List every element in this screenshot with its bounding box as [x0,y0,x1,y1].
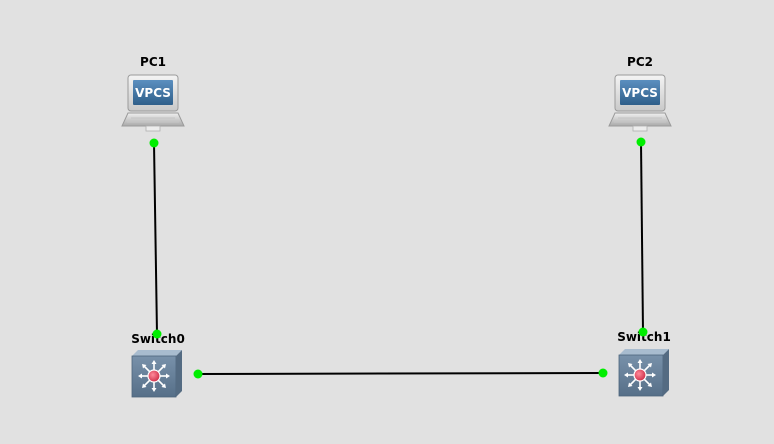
node-label-switch1: Switch1 [617,330,671,344]
port-status-pc1[interactable] [149,138,159,148]
node-label-pc2: PC2 [627,55,653,69]
multilayer-switch-icon [618,349,669,397]
port-status-pc2[interactable] [636,137,646,147]
link-pc2-switch1[interactable] [640,141,644,333]
node-pc2[interactable]: PC2 VPCS [608,55,672,132]
node-switch1[interactable]: Switch1 [617,330,671,397]
node-switch0[interactable]: Switch0 [131,332,185,398]
multilayer-switch-icon [131,350,182,398]
node-pc1[interactable]: PC1 VPCS [121,55,185,132]
port-status-switch0-to-pc1[interactable] [152,329,162,339]
port-status-switch0-to-switch1[interactable] [193,369,203,379]
port-status-switch1-to-switch0[interactable] [598,368,608,378]
vpcs-pc-icon: VPCS [121,74,185,132]
node-label-pc1: PC1 [140,55,166,69]
vpcs-pc-icon: VPCS [608,74,672,132]
vpcs-screen-text: VPCS [135,86,171,100]
node-label-switch0: Switch0 [131,332,185,346]
link-pc1-switch0[interactable] [153,142,158,335]
vpcs-screen-text: VPCS [622,86,658,100]
link-switch0-switch1[interactable] [197,372,604,375]
port-status-switch1-to-pc2[interactable] [638,327,648,337]
